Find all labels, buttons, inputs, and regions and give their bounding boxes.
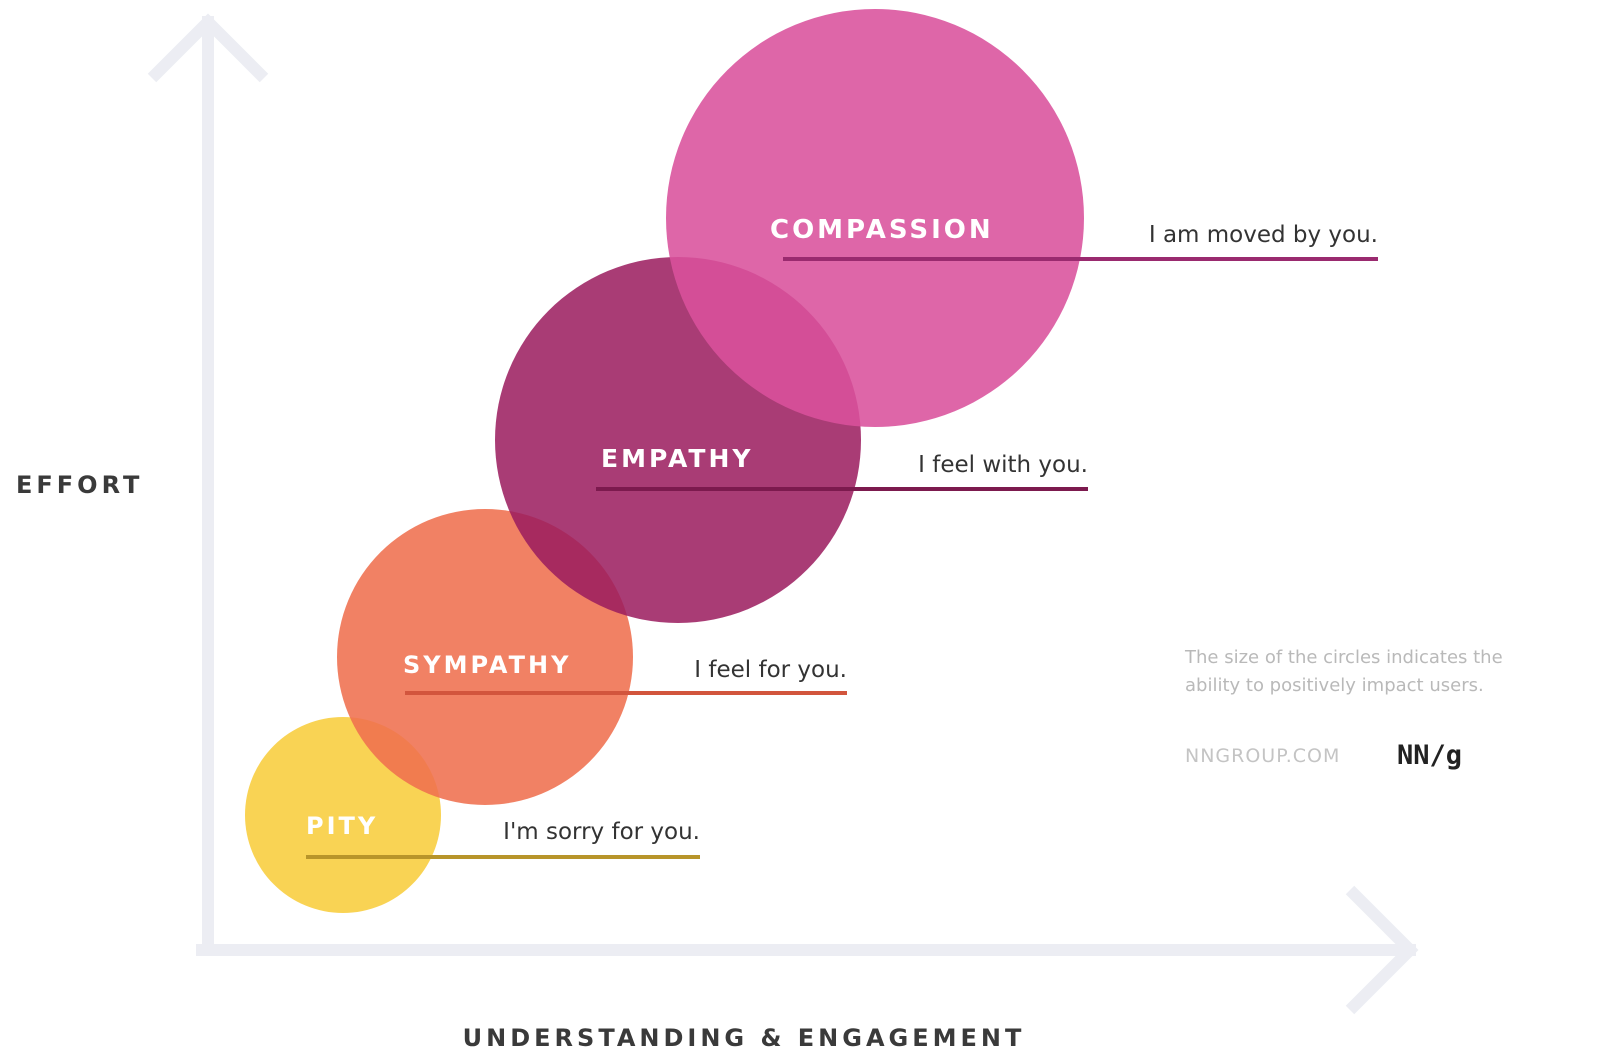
underlines (306, 257, 1378, 859)
pity-label: PITY (306, 812, 378, 840)
sympathy-label: SYMPATHY (403, 651, 571, 679)
circle-size-note-line-1: The size of the circles indicates the (1184, 647, 1503, 668)
circle-size-note-line-2: ability to positively impact users. (1185, 675, 1484, 696)
axes (147, 13, 1419, 1015)
compassion-label: COMPASSION (770, 215, 994, 245)
x-axis-arrowhead (1345, 885, 1419, 1015)
compassion-phrase: I am moved by you. (1149, 222, 1378, 248)
y-axis-label: EFFORT (16, 471, 143, 499)
nng-logo: NN/g (1397, 740, 1462, 771)
sympathy-phrase: I feel for you. (694, 657, 847, 683)
y-axis-arrowhead (147, 13, 269, 83)
x-axis-label: UNDERSTANDING & ENGAGEMENT (463, 1024, 1026, 1052)
circles (245, 9, 1084, 913)
pity-phrase: I'm sorry for you. (503, 819, 700, 845)
compassion-circle (666, 9, 1084, 427)
sympathy-circle (337, 509, 633, 805)
brand-url: NNGROUP.COM (1185, 745, 1340, 767)
empathy-label: EMPATHY (601, 444, 753, 473)
empathy-phrase: I feel with you. (918, 452, 1088, 478)
